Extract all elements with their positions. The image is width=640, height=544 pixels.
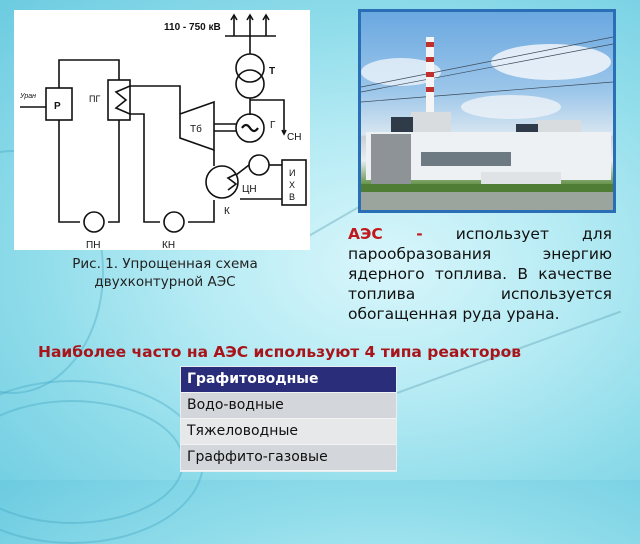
description-lead: АЭС -	[348, 225, 423, 243]
cooling-source-label: В	[289, 192, 295, 202]
transformer-label: Т	[269, 66, 275, 77]
uranium-label: Уран	[19, 93, 36, 100]
reactor-type-row: Водо-водные	[181, 393, 396, 419]
diagram-caption: Рис. 1. Упрощенная схема двухконтурной А…	[40, 255, 290, 291]
reactor-types-table: Графитоводные Водо-водные Тяжеловодные Г…	[180, 366, 397, 472]
condenser-label: К	[224, 206, 230, 217]
condensate-pump-label: КН	[162, 240, 175, 250]
generator-label: Г	[270, 120, 276, 131]
reactor-type-row: Граффито-газовые	[181, 445, 396, 471]
reactor-type-row: Графитоводные	[181, 367, 396, 393]
reactor-label: Р	[54, 101, 61, 112]
own-needs-label: СН	[287, 132, 301, 143]
svg-text:И: И	[289, 168, 295, 178]
feed-pump-label: ПН	[86, 240, 100, 250]
aes-description: АЭС - использует для парообразования эне…	[348, 224, 612, 324]
reactor-types-heading: Наиболее часто на АЭС используют 4 типа …	[38, 343, 522, 361]
voltage-label: 110 - 750 кВ	[164, 22, 221, 33]
description-text: использует для парообразования энергию я…	[348, 225, 612, 323]
steam-generator-label: ПГ	[89, 94, 100, 104]
caption-line-1: Рис. 1. Упрощенная схема	[72, 256, 258, 272]
circulation-pump-label: ЦН	[242, 184, 257, 195]
aes-schematic-diagram: 110 - 750 кВ Т СН Г Тб Р Уран ПГ	[14, 10, 310, 251]
svg-text:Х: Х	[289, 180, 295, 190]
reactor-type-row: Тяжеловодные	[181, 419, 396, 445]
nuclear-power-plant-photo	[358, 9, 616, 213]
caption-line-2: двухконтурной АЭС	[94, 274, 236, 290]
turbine-label: Тб	[190, 123, 202, 135]
